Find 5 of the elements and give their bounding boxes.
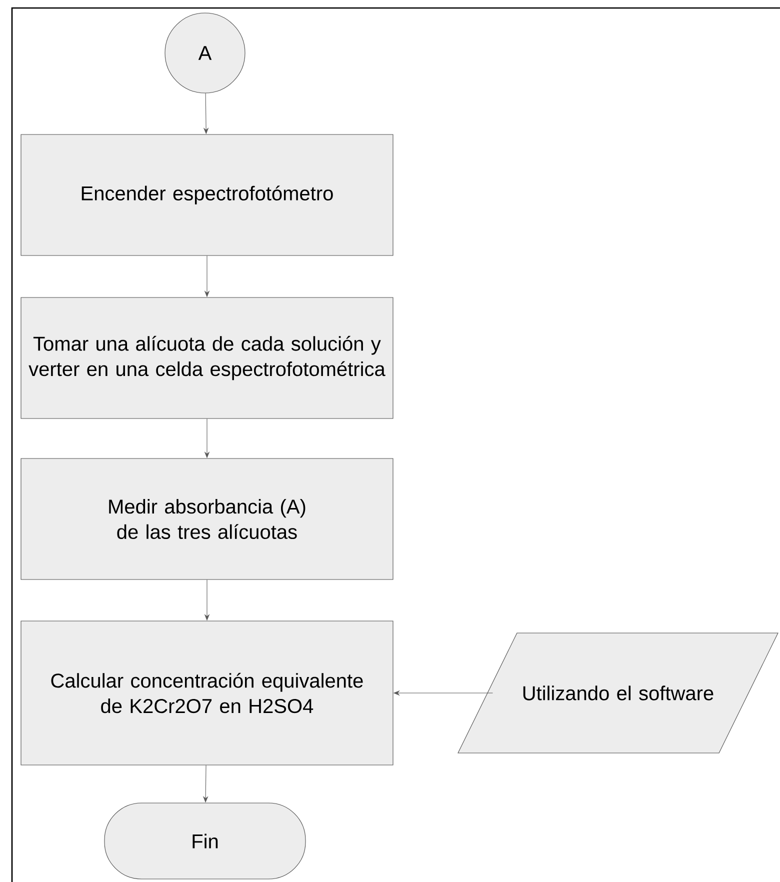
process-box: Encender espectrofotómetro: [20, 134, 394, 256]
input-parallelogram: Utilizando el software: [458, 632, 778, 754]
process-box: Calcular concentración equivalente de K2Cr2O7 en H2SO4: [20, 620, 394, 766]
process-box: Medir absorbancia (A) de las tres alícuotas: [20, 458, 394, 580]
process-box: Tomar una alícuota de cada solución y verter en una celda espectrofotométrica: [20, 297, 394, 419]
